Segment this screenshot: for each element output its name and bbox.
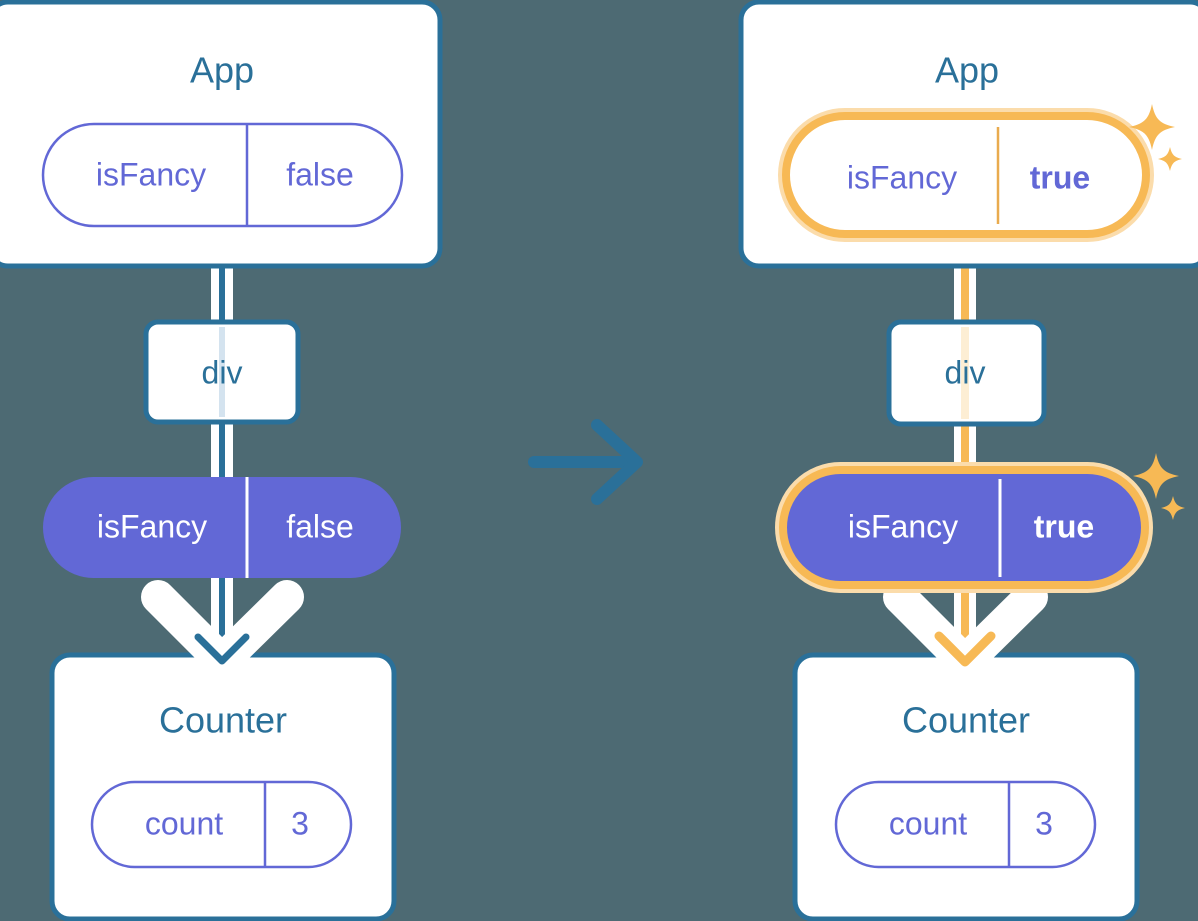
before-app-state-key: isFancy <box>96 156 206 192</box>
after-app-title: App <box>935 50 999 91</box>
before-app-title: App <box>190 50 254 91</box>
before-prop-pill[interactable]: isFancy false <box>43 477 401 578</box>
sparkle-large-mid-icon <box>1133 453 1179 499</box>
after-prop-pill[interactable]: isFancy true <box>775 462 1153 593</box>
after-prop-key: isFancy <box>848 508 958 544</box>
before-div-label: div <box>202 354 243 390</box>
sparkle-small-mid-icon <box>1161 496 1185 520</box>
after-app-state-value: true <box>1030 159 1090 195</box>
sparkle-large-top-icon <box>1129 104 1175 150</box>
after-prop-value: true <box>1034 508 1094 544</box>
before-prop-key: isFancy <box>97 508 207 544</box>
before-app-state-value: false <box>286 156 354 192</box>
after-down-arrow <box>883 580 1048 679</box>
before-div-node: div <box>143 319 301 425</box>
transition-arrow-icon <box>528 419 643 505</box>
before-counter-state-value: 3 <box>291 805 309 841</box>
after-prop-pill-ring <box>779 466 1149 589</box>
after-app-state-pill[interactable]: isFancy true <box>778 108 1154 242</box>
before-counter-title: Counter <box>159 700 287 741</box>
after-app-state-key: isFancy <box>847 159 957 195</box>
after-counter-state-value: 3 <box>1035 805 1053 841</box>
before-down-arrow <box>141 580 304 678</box>
before-counter-state-pill[interactable]: count 3 <box>90 780 353 869</box>
after-div-label: div <box>945 354 986 390</box>
after-counter-state-pill[interactable]: count 3 <box>834 780 1097 869</box>
after-counter-title: Counter <box>902 700 1030 741</box>
sparkle-small-top-icon <box>1158 147 1182 171</box>
before-counter-state-key: count <box>145 805 223 841</box>
before-prop-value: false <box>286 508 354 544</box>
after-div-node: div <box>886 319 1047 427</box>
after-counter-state-key: count <box>889 805 967 841</box>
before-app-state-pill[interactable]: isFancy false <box>41 122 404 228</box>
after-app-state-pill-ring <box>782 112 1150 238</box>
